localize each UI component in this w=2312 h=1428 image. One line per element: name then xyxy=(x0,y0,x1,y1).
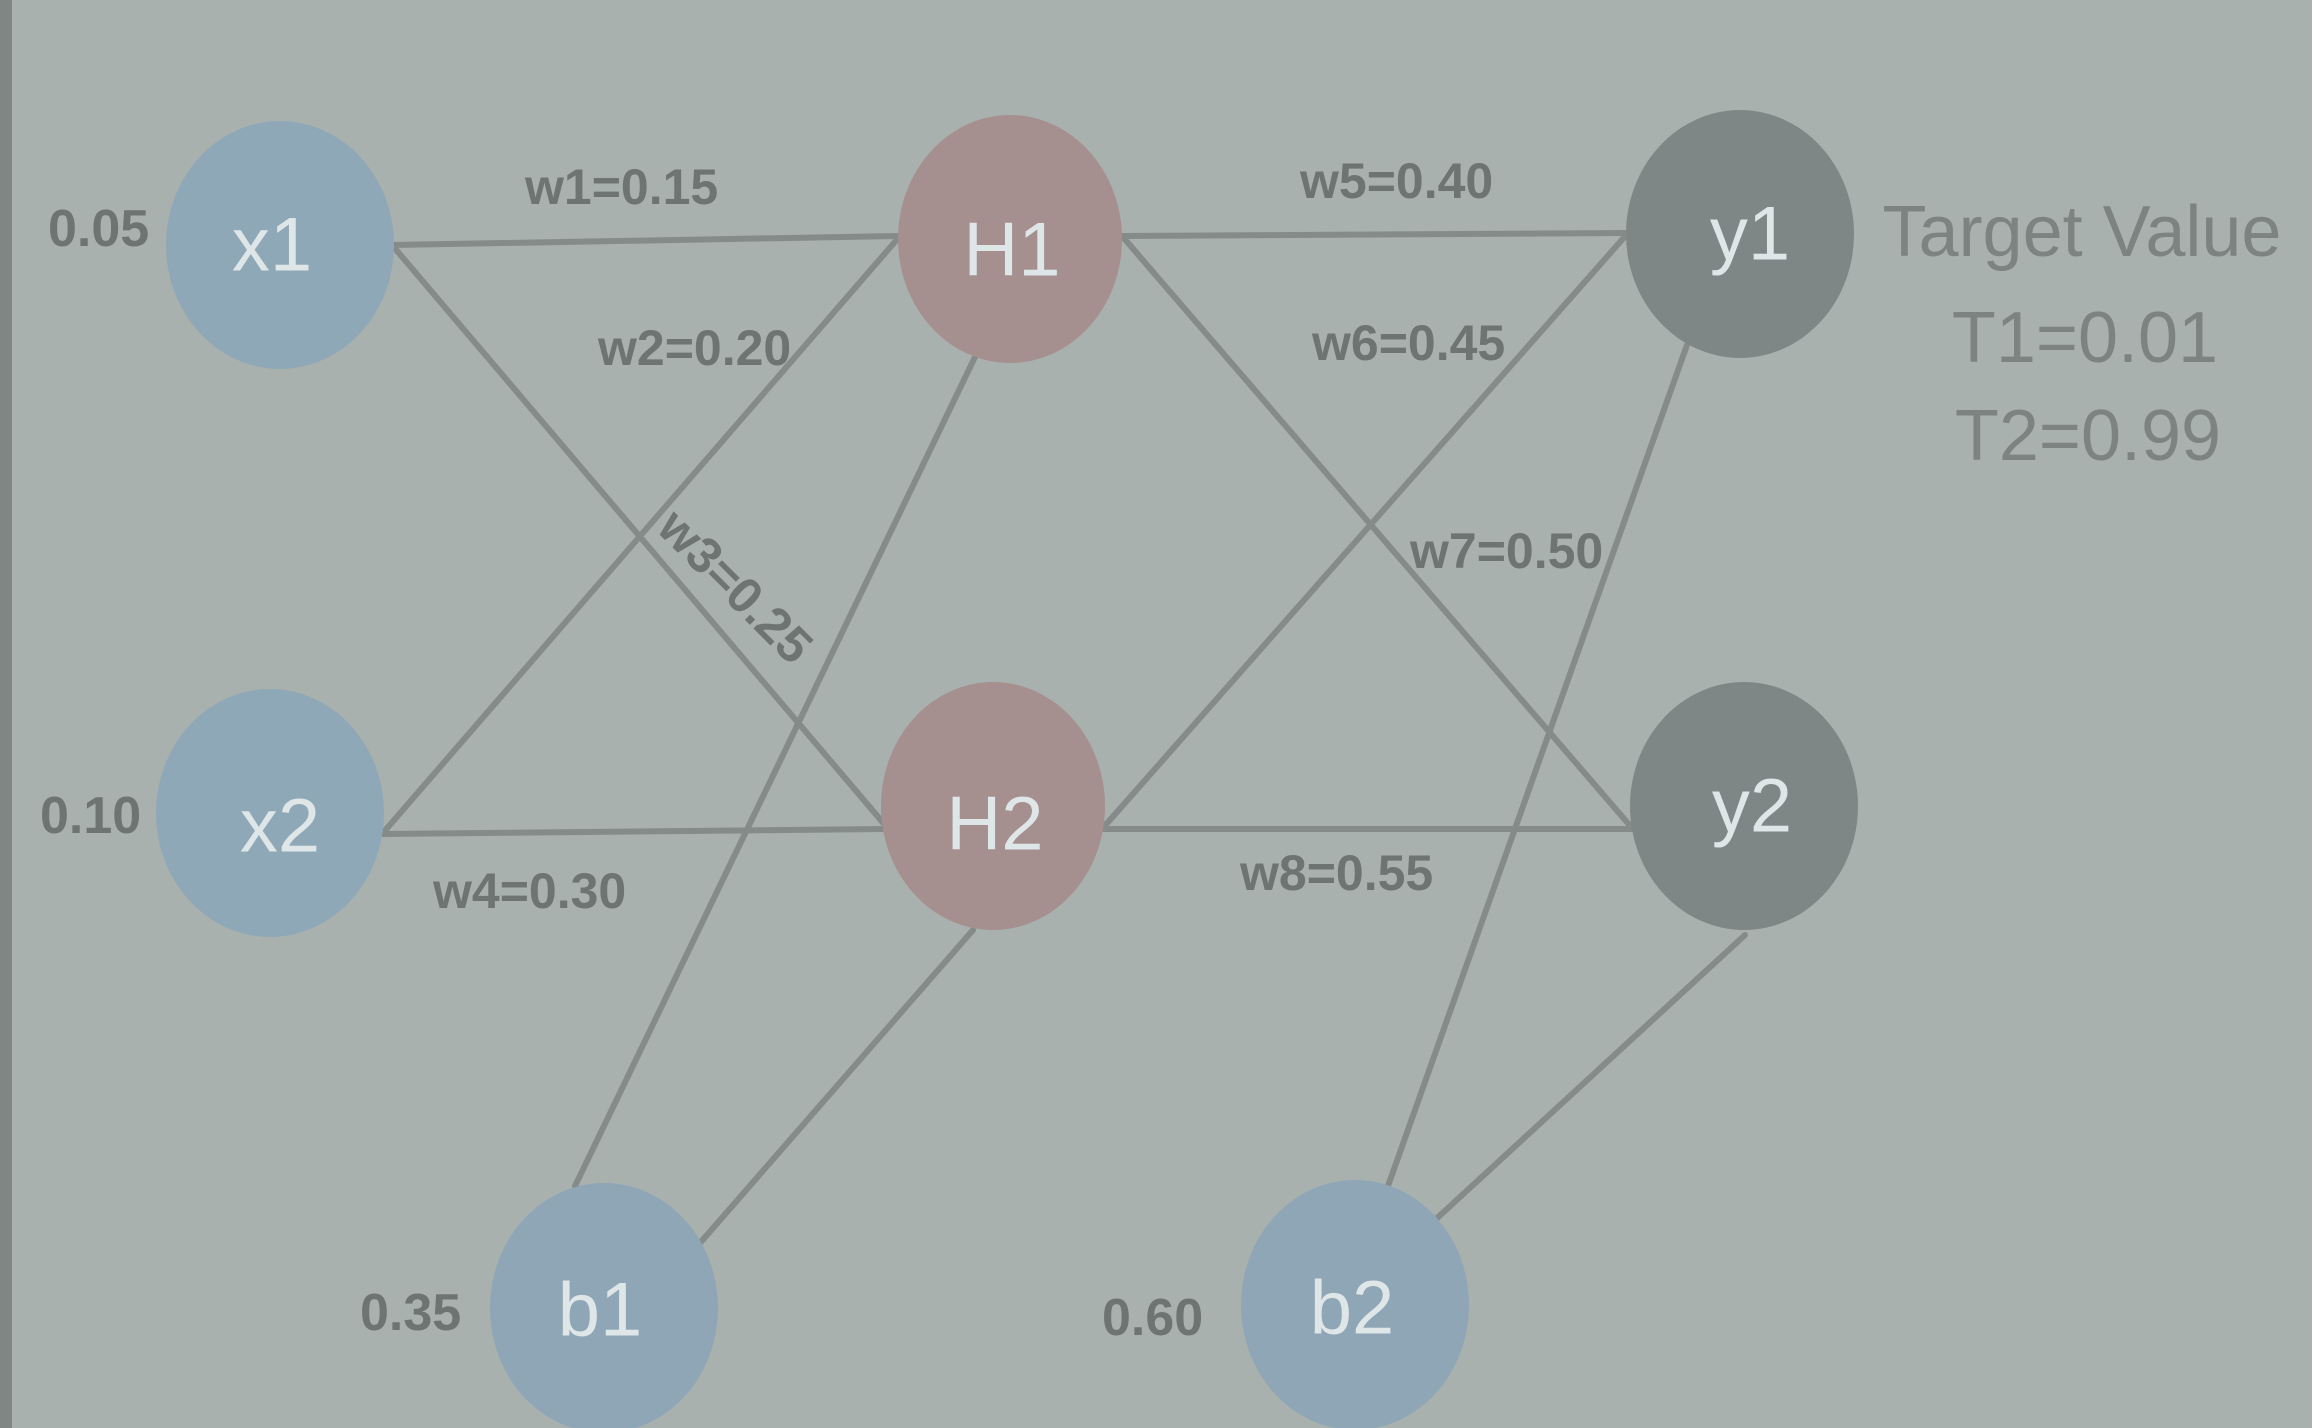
node-h1-label: H1 xyxy=(963,208,1060,293)
weight-w1: w1=0.15 xyxy=(524,159,718,215)
node-b1-label: b1 xyxy=(558,1268,643,1353)
edge-b2-y2 xyxy=(1432,932,1748,1223)
weight-w8: w8=0.55 xyxy=(1239,845,1433,901)
node-y1-label: y1 xyxy=(1710,192,1790,277)
edge-h1-y2 xyxy=(1119,233,1635,831)
edge-b1-h1 xyxy=(572,354,978,1189)
target-title: Target Value xyxy=(1883,192,2282,272)
node-y2-label: y2 xyxy=(1712,764,1792,849)
slide-left-edge xyxy=(0,0,12,1428)
value-b1: 0.35 xyxy=(360,1284,461,1342)
value-x2: 0.10 xyxy=(40,787,141,845)
node-x1-label: x1 xyxy=(232,203,312,288)
edge-b2-y1 xyxy=(1385,342,1690,1189)
node-b1 xyxy=(490,1183,718,1428)
node-h2-label: H2 xyxy=(946,782,1043,867)
weight-w2: w2=0.20 xyxy=(597,320,791,376)
value-x1: 0.05 xyxy=(48,200,149,258)
weight-w7: w7=0.50 xyxy=(1409,523,1603,579)
edge-h1-y1 xyxy=(1119,230,1631,239)
edge-x1-h1 xyxy=(389,233,903,248)
weight-w5: w5=0.40 xyxy=(1299,153,1493,209)
edge-b1-h2 xyxy=(697,927,976,1246)
edge-x2-h2 xyxy=(379,826,888,837)
target-t2: T2=0.99 xyxy=(1955,396,2221,476)
weight-w4: w4=0.30 xyxy=(432,863,626,919)
node-y2 xyxy=(1630,682,1858,930)
node-h2 xyxy=(881,682,1105,930)
node-b2 xyxy=(1241,1180,1469,1428)
target-t1: T1=0.01 xyxy=(1952,298,2218,378)
node-x2 xyxy=(156,689,384,937)
node-h1 xyxy=(898,115,1122,363)
node-b2-label: b2 xyxy=(1310,1266,1395,1351)
node-y1 xyxy=(1626,110,1854,358)
value-b2: 0.60 xyxy=(1102,1289,1203,1347)
weight-w6: w6=0.45 xyxy=(1311,315,1505,371)
node-x1 xyxy=(166,121,394,369)
node-x2-label: x2 xyxy=(240,784,320,869)
edge-h2-y1 xyxy=(1099,230,1631,832)
edge-x2-h1 xyxy=(379,233,903,837)
